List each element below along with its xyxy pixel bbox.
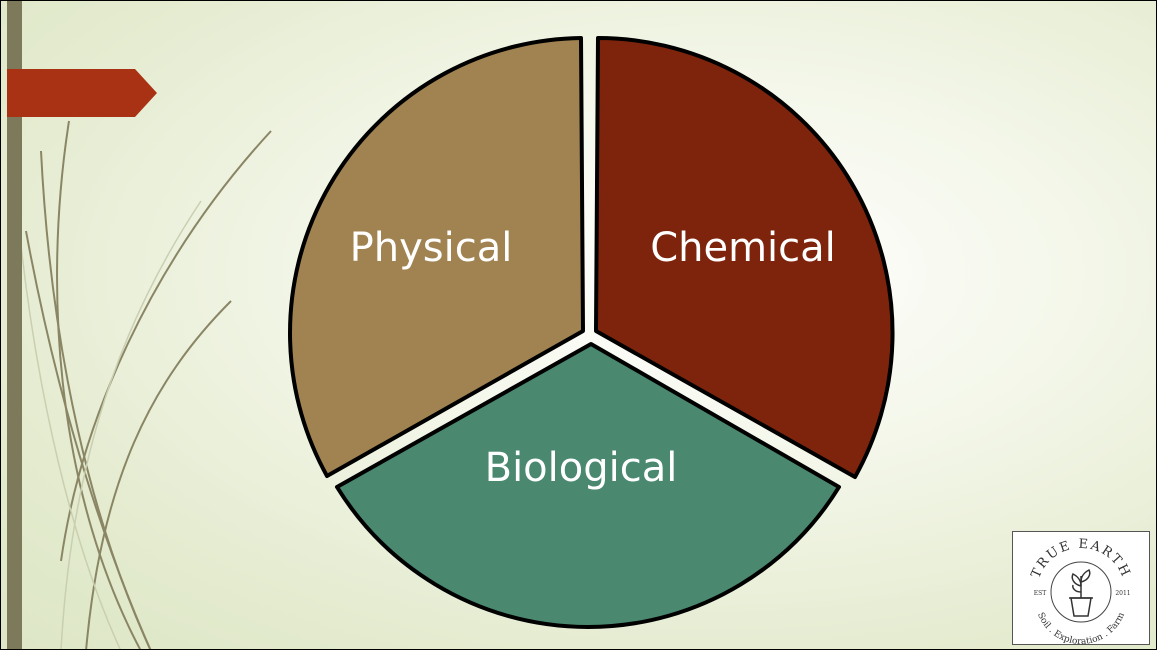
logo-left-text: EST: [1034, 590, 1047, 597]
plant-pot-icon: [1069, 570, 1093, 616]
segment-label-physical: Physical: [350, 225, 513, 271]
segment-label-biological: Biological: [485, 445, 678, 491]
svg-text:TRUE EARTH: TRUE EARTH: [1029, 537, 1134, 581]
true-earth-logo: TRUE EARTH Soil . Exploration . Farm EST…: [1012, 531, 1150, 645]
segment-label-chemical: Chemical: [650, 225, 836, 271]
logo-right-text: 2011: [1115, 590, 1130, 597]
logo-top-text: TRUE EARTH: [1029, 537, 1134, 581]
